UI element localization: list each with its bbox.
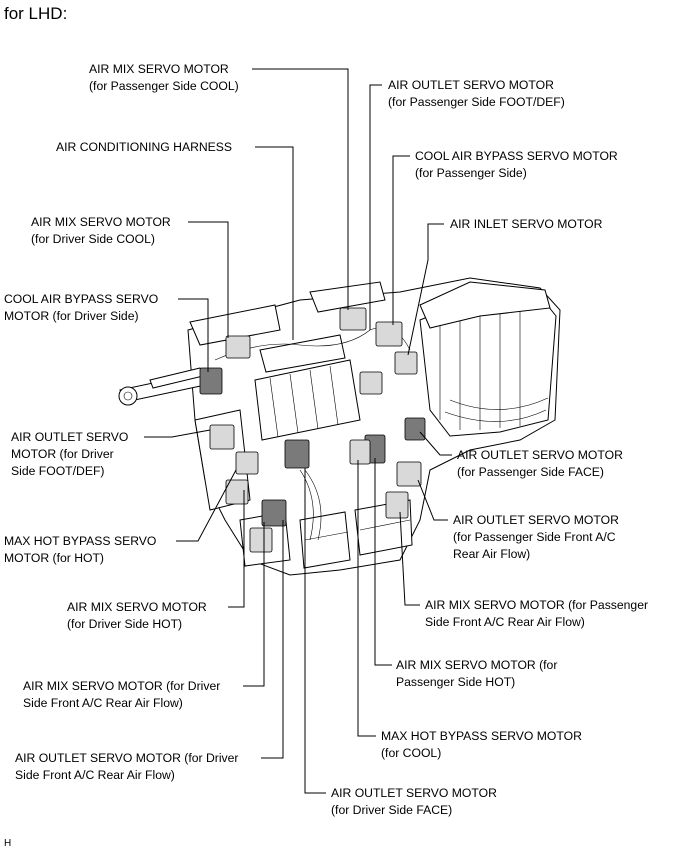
label-air-mix-servo-driver-cool: AIR MIX SERVO MOTOR (for Driver Side COO…: [31, 215, 171, 246]
label-max-hot-bypass-servo-cool: MAX HOT BYPASS SERVO MOTOR (for COOL): [381, 729, 582, 760]
label-air-conditioning-harness: AIR CONDITIONING HARNESS: [56, 140, 233, 154]
label-air-mix-servo-passenger-hot: AIR MIX SERVO MOTOR (for Passenger Side …: [396, 658, 558, 689]
label-air-outlet-servo-driver-face: AIR OUTLET SERVO MOTOR (for Driver Side …: [331, 786, 497, 817]
label-air-outlet-servo-driver-rear-air-flow: AIR OUTLET SERVO MOTOR (for Driver Side …: [15, 751, 239, 782]
label-max-hot-bypass-servo-hot: MAX HOT BYPASS SERVO MOTOR (for HOT): [4, 534, 157, 565]
label-air-inlet-servo: AIR INLET SERVO MOTOR: [450, 217, 603, 231]
label-air-outlet-servo-passenger-rear-air-flow: AIR OUTLET SERVO MOTOR (for Passenger Si…: [453, 513, 619, 561]
leader-lines: [144, 68, 452, 794]
hvac-unit-body: [118, 277, 561, 576]
label-air-outlet-servo-passenger-foot-def: AIR OUTLET SERVO MOTOR (for Passenger Si…: [388, 78, 565, 109]
label-air-outlet-servo-driver-foot-def: AIR OUTLET SERVO MOTOR (for Driver Side …: [11, 430, 129, 478]
page-title: for LHD:: [4, 4, 68, 23]
label-air-mix-servo-driver-rear-air-flow: AIR MIX SERVO MOTOR (for Driver Side Fro…: [23, 679, 221, 710]
label-air-mix-servo-passenger-cool: AIR MIX SERVO MOTOR (for Passenger Side …: [89, 62, 239, 93]
figure-code: H: [4, 838, 12, 849]
label-cool-air-bypass-servo-passenger: COOL AIR BYPASS SERVO MOTOR (for Passeng…: [415, 149, 618, 180]
label-air-mix-servo-passenger-rear-air-flow: AIR MIX SERVO MOTOR (for Passenger Side …: [425, 598, 649, 629]
label-air-mix-servo-driver-hot: AIR MIX SERVO MOTOR (for Driver Side HOT…: [67, 600, 207, 631]
label-air-outlet-servo-passenger-face: AIR OUTLET SERVO MOTOR (for Passenger Si…: [457, 448, 623, 479]
label-cool-air-bypass-servo-driver: COOL AIR BYPASS SERVO MOTOR (for Driver …: [4, 292, 159, 323]
servo-motors: [199, 307, 426, 553]
